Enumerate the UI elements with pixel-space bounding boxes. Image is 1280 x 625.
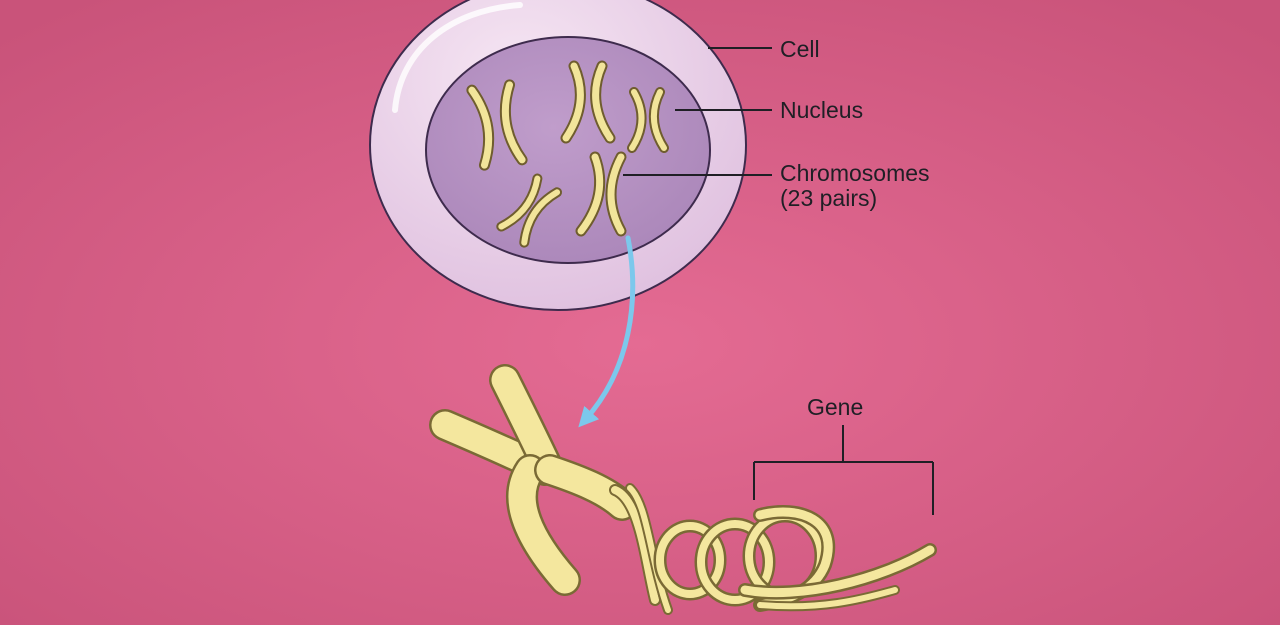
nucleus-label: Nucleus — [780, 97, 863, 123]
dna-coil — [609, 483, 937, 615]
chromosome-1 — [466, 79, 528, 171]
chromosome-4 — [496, 173, 563, 248]
gene-label: Gene — [807, 394, 863, 420]
chromosomes-count-label: (23 pairs) — [780, 185, 877, 211]
chromosomes-label: Chromosomes — [780, 160, 930, 186]
cell-label: Cell — [780, 36, 820, 62]
chromosome-5 — [575, 151, 627, 237]
large-chromosome — [429, 364, 638, 596]
cell-highlight — [392, 2, 523, 113]
gene-bracket — [753, 425, 934, 515]
zoom-arrow — [578, 235, 636, 428]
chromosome-2 — [560, 60, 616, 144]
chromosome-3 — [627, 87, 669, 153]
